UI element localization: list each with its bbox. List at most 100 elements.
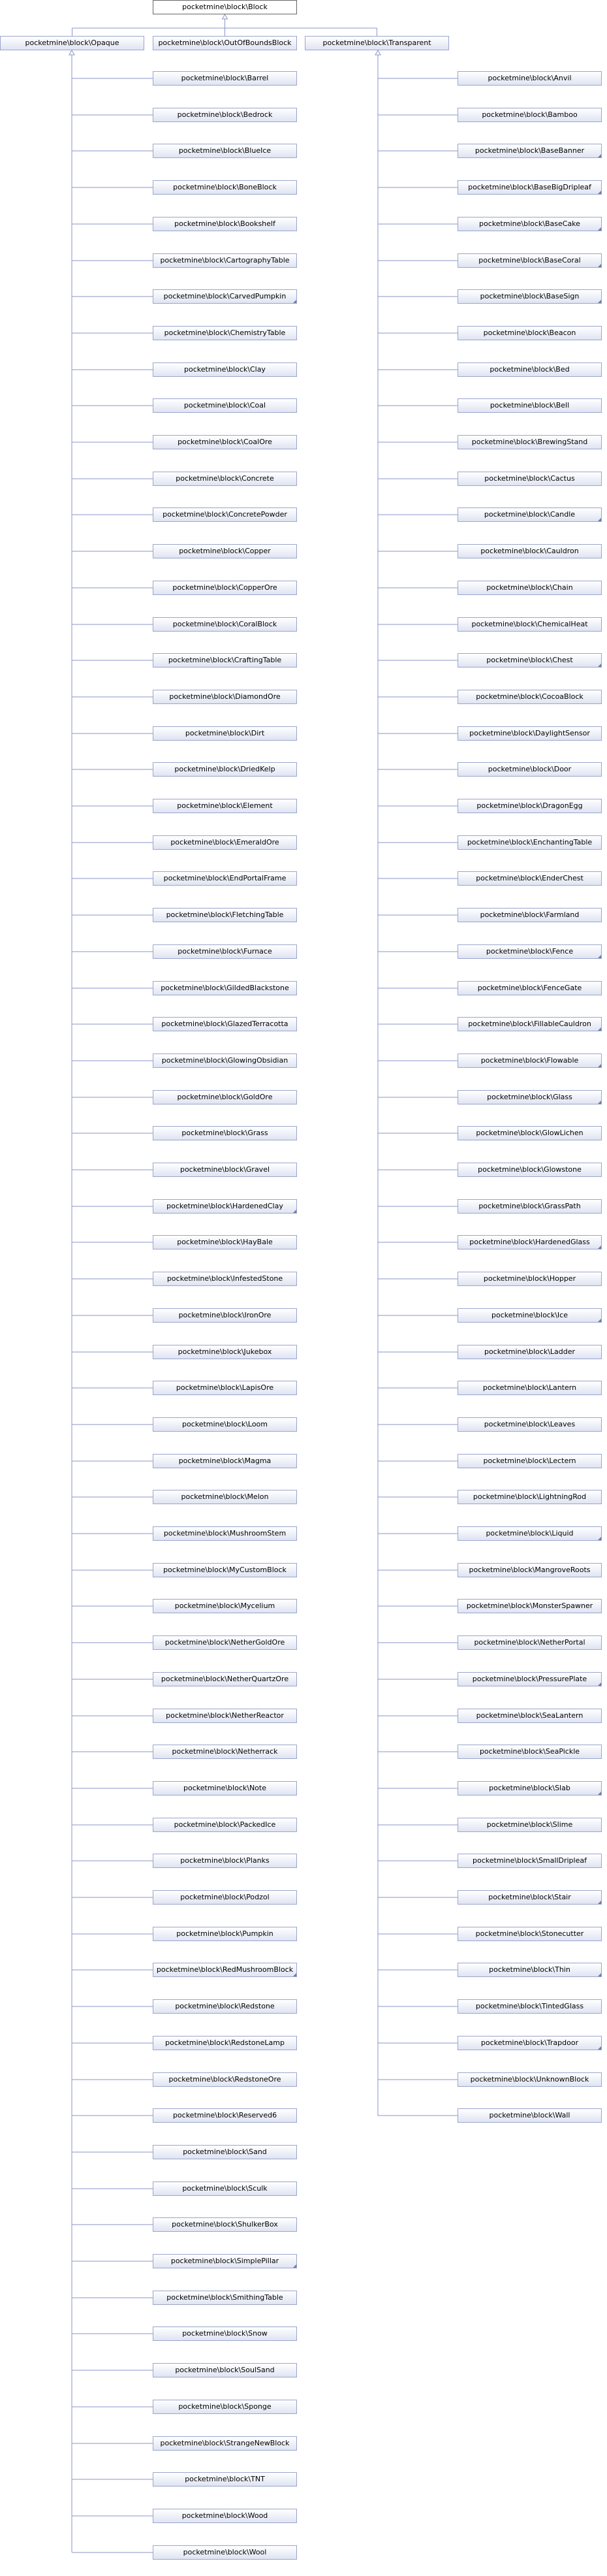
class-node-2-0[interactable]: pocketmine\block\Anvil — [458, 71, 602, 86]
class-node-0-2[interactable]: pocketmine\block\BlueIce — [153, 144, 297, 158]
class-node-0-29[interactable]: pocketmine\block\Grass — [153, 1126, 297, 1140]
class-node-2-44[interactable]: pocketmine\block\PressurePlate — [458, 1672, 602, 1686]
class-node-0-57[interactable]: pocketmine\block\Sand — [153, 2145, 297, 2159]
class-node-2-23[interactable]: pocketmine\block\Farmland — [458, 908, 602, 922]
class-node-2-32[interactable]: pocketmine\block\HardenedGlass — [458, 1235, 602, 1249]
class-node-base-1[interactable]: pocketmine\block\OutOfBoundsBlock — [153, 36, 297, 50]
class-node-0-32[interactable]: pocketmine\block\HayBale — [153, 1235, 297, 1249]
class-node-0-8[interactable]: pocketmine\block\Clay — [153, 362, 297, 377]
class-node-0-59[interactable]: pocketmine\block\ShulkerBox — [153, 2217, 297, 2232]
class-node-0-47[interactable]: pocketmine\block\Note — [153, 1781, 297, 1795]
class-node-0-11[interactable]: pocketmine\block\Concrete — [153, 472, 297, 486]
class-node-0-56[interactable]: pocketmine\block\Reserved6 — [153, 2108, 297, 2123]
class-node-2-54[interactable]: pocketmine\block\Trapdoor — [458, 2036, 602, 2050]
class-node-0-6[interactable]: pocketmine\block\CarvedPumpkin — [153, 289, 297, 304]
class-node-0-12[interactable]: pocketmine\block\ConcretePowder — [153, 507, 297, 522]
class-node-0-21[interactable]: pocketmine\block\EmeraldOre — [153, 835, 297, 850]
class-node-2-10[interactable]: pocketmine\block\BrewingStand — [458, 435, 602, 449]
class-node-2-15[interactable]: pocketmine\block\ChemicalHeat — [458, 617, 602, 632]
class-node-2-30[interactable]: pocketmine\block\Glowstone — [458, 1163, 602, 1177]
class-node-2-28[interactable]: pocketmine\block\Glass — [458, 1090, 602, 1104]
class-node-2-35[interactable]: pocketmine\block\Ladder — [458, 1345, 602, 1359]
class-node-0-60[interactable]: pocketmine\block\SimplePillar — [153, 2254, 297, 2268]
class-node-0-55[interactable]: pocketmine\block\RedstoneOre — [153, 2072, 297, 2087]
class-node-0-18[interactable]: pocketmine\block\Dirt — [153, 726, 297, 741]
class-node-2-26[interactable]: pocketmine\block\FillableCauldron — [458, 1017, 602, 1031]
class-node-0-54[interactable]: pocketmine\block\RedstoneLamp — [153, 2036, 297, 2050]
class-node-2-21[interactable]: pocketmine\block\EnchantingTable — [458, 835, 602, 850]
class-node-0-10[interactable]: pocketmine\block\CoalOre — [153, 435, 297, 449]
class-node-0-39[interactable]: pocketmine\block\Melon — [153, 1490, 297, 1504]
class-node-0-68[interactable]: pocketmine\block\Wool — [153, 2545, 297, 2560]
class-node-0-13[interactable]: pocketmine\block\Copper — [153, 544, 297, 558]
class-node-2-37[interactable]: pocketmine\block\Leaves — [458, 1417, 602, 1432]
class-node-2-8[interactable]: pocketmine\block\Bed — [458, 362, 602, 377]
class-node-2-38[interactable]: pocketmine\block\Lectern — [458, 1454, 602, 1468]
class-node-2-2[interactable]: pocketmine\block\BaseBanner — [458, 144, 602, 158]
class-node-0-3[interactable]: pocketmine\block\BoneBlock — [153, 180, 297, 195]
class-node-0-9[interactable]: pocketmine\block\Coal — [153, 398, 297, 413]
class-node-2-11[interactable]: pocketmine\block\Cactus — [458, 472, 602, 486]
class-node-2-46[interactable]: pocketmine\block\SeaPickle — [458, 1745, 602, 1759]
class-node-2-1[interactable]: pocketmine\block\Bamboo — [458, 108, 602, 122]
class-node-0-50[interactable]: pocketmine\block\Podzol — [153, 1890, 297, 1905]
class-node-2-41[interactable]: pocketmine\block\MangroveRoots — [458, 1563, 602, 1577]
class-node-2-56[interactable]: pocketmine\block\Wall — [458, 2108, 602, 2123]
class-node-0-15[interactable]: pocketmine\block\CoralBlock — [153, 617, 297, 632]
class-node-2-48[interactable]: pocketmine\block\Slime — [458, 1818, 602, 1832]
class-node-0-16[interactable]: pocketmine\block\CraftingTable — [153, 653, 297, 668]
class-node-0-1[interactable]: pocketmine\block\Bedrock — [153, 108, 297, 122]
class-node-0-20[interactable]: pocketmine\block\Element — [153, 799, 297, 813]
class-node-0-34[interactable]: pocketmine\block\IronOre — [153, 1308, 297, 1323]
class-node-2-43[interactable]: pocketmine\block\NetherPortal — [458, 1635, 602, 1650]
class-node-2-12[interactable]: pocketmine\block\Candle — [458, 507, 602, 522]
class-node-2-6[interactable]: pocketmine\block\BaseSign — [458, 289, 602, 304]
class-node-0-52[interactable]: pocketmine\block\RedMushroomBlock — [153, 1963, 297, 1977]
class-node-0-53[interactable]: pocketmine\block\Redstone — [153, 1999, 297, 2014]
class-node-0-40[interactable]: pocketmine\block\MushroomStem — [153, 1526, 297, 1541]
class-node-0-4[interactable]: pocketmine\block\Bookshelf — [153, 217, 297, 231]
class-node-2-52[interactable]: pocketmine\block\Thin — [458, 1963, 602, 1977]
class-node-0-23[interactable]: pocketmine\block\FletchingTable — [153, 908, 297, 922]
class-node-0-25[interactable]: pocketmine\block\GildedBlackstone — [153, 981, 297, 995]
class-node-0-62[interactable]: pocketmine\block\Snow — [153, 2326, 297, 2341]
class-node-0-51[interactable]: pocketmine\block\Pumpkin — [153, 1927, 297, 1941]
class-node-2-53[interactable]: pocketmine\block\TintedGlass — [458, 1999, 602, 2014]
class-node-2-55[interactable]: pocketmine\block\UnknownBlock — [458, 2072, 602, 2087]
class-node-0-14[interactable]: pocketmine\block\CopperOre — [153, 581, 297, 595]
class-node-0-36[interactable]: pocketmine\block\LapisOre — [153, 1381, 297, 1395]
class-node-2-14[interactable]: pocketmine\block\Chain — [458, 581, 602, 595]
class-node-2-9[interactable]: pocketmine\block\Bell — [458, 398, 602, 413]
class-node-2-40[interactable]: pocketmine\block\Liquid — [458, 1526, 602, 1541]
class-node-2-34[interactable]: pocketmine\block\Ice — [458, 1308, 602, 1323]
class-node-0-24[interactable]: pocketmine\block\Furnace — [153, 944, 297, 959]
class-node-0-30[interactable]: pocketmine\block\Gravel — [153, 1163, 297, 1177]
class-node-0-17[interactable]: pocketmine\block\DiamondOre — [153, 690, 297, 704]
class-node-0-66[interactable]: pocketmine\block\TNT — [153, 2472, 297, 2487]
class-node-2-18[interactable]: pocketmine\block\DaylightSensor — [458, 726, 602, 741]
class-node-2-19[interactable]: pocketmine\block\Door — [458, 762, 602, 777]
class-node-0-35[interactable]: pocketmine\block\Jukebox — [153, 1345, 297, 1359]
class-node-2-27[interactable]: pocketmine\block\Flowable — [458, 1054, 602, 1068]
class-node-2-49[interactable]: pocketmine\block\SmallDripleaf — [458, 1854, 602, 1868]
class-node-2-22[interactable]: pocketmine\block\EnderChest — [458, 871, 602, 886]
class-node-0-26[interactable]: pocketmine\block\GlazedTerracotta — [153, 1017, 297, 1031]
class-node-2-7[interactable]: pocketmine\block\Beacon — [458, 326, 602, 340]
class-node-2-42[interactable]: pocketmine\block\MonsterSpawner — [458, 1599, 602, 1613]
class-node-2-25[interactable]: pocketmine\block\FenceGate — [458, 981, 602, 995]
class-node-2-13[interactable]: pocketmine\block\Cauldron — [458, 544, 602, 558]
class-node-0-43[interactable]: pocketmine\block\NetherGoldOre — [153, 1635, 297, 1650]
class-node-2-29[interactable]: pocketmine\block\GlowLichen — [458, 1126, 602, 1140]
class-node-0-65[interactable]: pocketmine\block\StrangeNewBlock — [153, 2436, 297, 2451]
class-node-0-63[interactable]: pocketmine\block\SoulSand — [153, 2363, 297, 2377]
class-node-0-67[interactable]: pocketmine\block\Wood — [153, 2509, 297, 2523]
class-node-base-0[interactable]: pocketmine\block\Opaque — [0, 36, 144, 50]
class-node-2-5[interactable]: pocketmine\block\BaseCoral — [458, 253, 602, 268]
class-node-0-49[interactable]: pocketmine\block\Planks — [153, 1854, 297, 1868]
class-node-0-42[interactable]: pocketmine\block\Mycelium — [153, 1599, 297, 1613]
class-node-0-38[interactable]: pocketmine\block\Magma — [153, 1454, 297, 1468]
class-node-2-3[interactable]: pocketmine\block\BaseBigDripleaf — [458, 180, 602, 195]
class-node-0-19[interactable]: pocketmine\block\DriedKelp — [153, 762, 297, 777]
class-node-0-48[interactable]: pocketmine\block\PackedIce — [153, 1818, 297, 1832]
class-node-0-45[interactable]: pocketmine\block\NetherReactor — [153, 1709, 297, 1723]
